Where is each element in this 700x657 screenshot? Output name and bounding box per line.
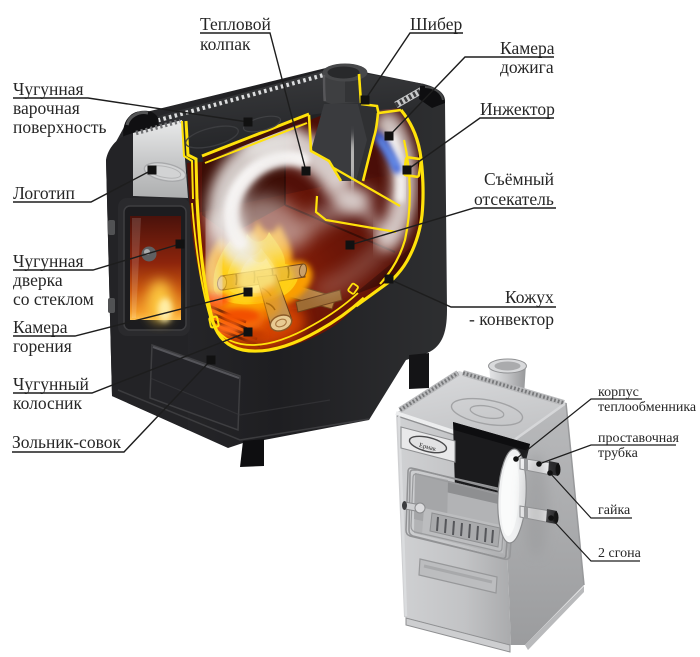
svg-text:Съёмный: Съёмный	[484, 169, 554, 189]
svg-text:Камера: Камера	[13, 317, 68, 337]
svg-text:Чугунная: Чугунная	[13, 251, 84, 271]
svg-text:Логотип: Логотип	[13, 183, 75, 203]
svg-text:поверхность: поверхность	[13, 117, 107, 137]
svg-text:Инжектор: Инжектор	[480, 99, 555, 119]
svg-text:гайка: гайка	[598, 503, 631, 518]
svg-text:горения: горения	[13, 336, 72, 356]
svg-text:Зольник-совок: Зольник-совок	[12, 432, 121, 452]
svg-text:отсекатель: отсекатель	[474, 189, 554, 209]
svg-text:Чугунный: Чугунный	[13, 374, 89, 394]
svg-text:варочная: варочная	[13, 98, 80, 118]
svg-text:колпак: колпак	[200, 34, 251, 54]
svg-text:колосник: колосник	[13, 393, 83, 413]
svg-text:2 сгона: 2 сгона	[598, 546, 642, 561]
svg-text:дожига: дожига	[500, 57, 554, 77]
svg-text:Чугунная: Чугунная	[13, 79, 84, 99]
svg-text:Тепловой: Тепловой	[200, 14, 271, 34]
svg-text:- конвектор: - конвектор	[469, 309, 554, 329]
svg-text:корпус: корпус	[598, 385, 639, 400]
svg-text:теплообменника: теплообменника	[598, 400, 697, 415]
svg-text:дверка: дверка	[13, 270, 63, 290]
svg-text:Кожух: Кожух	[505, 287, 554, 307]
svg-text:Шибер: Шибер	[410, 14, 462, 34]
svg-text:Ермак: Ермак	[418, 442, 437, 453]
svg-text:Камера: Камера	[500, 38, 555, 58]
svg-text:трубка: трубка	[598, 446, 639, 461]
svg-text:со стеклом: со стеклом	[13, 289, 94, 309]
svg-text:проставочная: проставочная	[598, 431, 679, 446]
